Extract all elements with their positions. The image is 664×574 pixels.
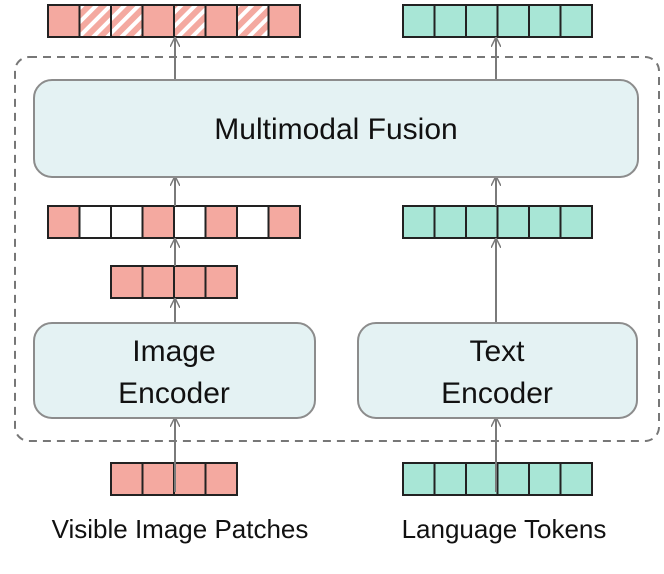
multimodal-fusion-label: Multimodal Fusion xyxy=(214,113,457,146)
token-cell-filled xyxy=(402,462,436,496)
patch-cell-hatched xyxy=(236,4,270,38)
token-cell-filled xyxy=(528,4,562,38)
token-cell-filled xyxy=(528,205,562,239)
patch-cell-empty xyxy=(173,205,207,239)
token-cell-filled xyxy=(496,205,530,239)
patch-cell-hatched xyxy=(110,4,144,38)
token-cell-filled xyxy=(559,462,593,496)
patch-cell-filled xyxy=(204,205,238,239)
patch-cell-filled xyxy=(141,205,175,239)
multimodal-fusion-module: Multimodal Fusion xyxy=(33,79,639,178)
arrows xyxy=(175,38,496,492)
visible-image-patches-caption: Visible Image Patches xyxy=(52,514,309,544)
patch-cell-filled xyxy=(141,265,175,299)
encoded-image-tokens xyxy=(110,265,238,299)
text-encoder-label-line1: Text xyxy=(469,335,525,368)
token-cell-filled xyxy=(465,4,499,38)
patch-cell-filled xyxy=(204,4,238,38)
patch-cell-filled xyxy=(47,205,81,239)
text-encoder-label-line2: Encoder xyxy=(441,377,553,410)
language-tokens xyxy=(402,462,593,496)
patch-cell-empty xyxy=(78,205,112,239)
patch-cell-empty xyxy=(110,205,144,239)
text-output-tokens xyxy=(402,4,593,38)
patch-cell-filled xyxy=(173,462,207,496)
image-encoder-label-line2: Encoder xyxy=(118,377,230,410)
fusion-image-input-tokens xyxy=(47,205,301,239)
token-cell-filled xyxy=(465,205,499,239)
token-cell-filled xyxy=(465,462,499,496)
token-cell-filled xyxy=(402,205,436,239)
token-cell-filled xyxy=(496,462,530,496)
patch-cell-filled xyxy=(110,265,144,299)
patch-cell-filled xyxy=(141,4,175,38)
patch-cell-filled xyxy=(141,462,175,496)
text-encoder-module: Text Encoder xyxy=(357,322,638,419)
visible-image-patches xyxy=(110,462,238,496)
patch-cell-filled xyxy=(110,462,144,496)
patch-cell-filled xyxy=(173,265,207,299)
patch-cell-filled xyxy=(267,4,301,38)
model-boundary xyxy=(14,56,660,442)
token-cell-filled xyxy=(433,4,467,38)
language-tokens-caption: Language Tokens xyxy=(402,514,607,544)
image-encoder-module: Image Encoder xyxy=(33,322,316,419)
token-cell-filled xyxy=(528,462,562,496)
token-cell-filled xyxy=(433,462,467,496)
token-cell-filled xyxy=(433,205,467,239)
token-cell-filled xyxy=(402,4,436,38)
token-cell-filled xyxy=(559,4,593,38)
patch-cell-hatched xyxy=(78,4,112,38)
encoded-text-tokens xyxy=(402,205,593,239)
token-cell-filled xyxy=(559,205,593,239)
image-encoder-label-line1: Image xyxy=(132,335,215,368)
patch-cell-hatched xyxy=(173,4,207,38)
patch-cell-filled xyxy=(204,462,238,496)
image-output-tokens xyxy=(47,4,301,38)
patch-cell-filled xyxy=(204,265,238,299)
patch-cell-filled xyxy=(267,205,301,239)
patch-cell-empty xyxy=(236,205,270,239)
patch-cell-filled xyxy=(47,4,81,38)
token-cell-filled xyxy=(496,4,530,38)
